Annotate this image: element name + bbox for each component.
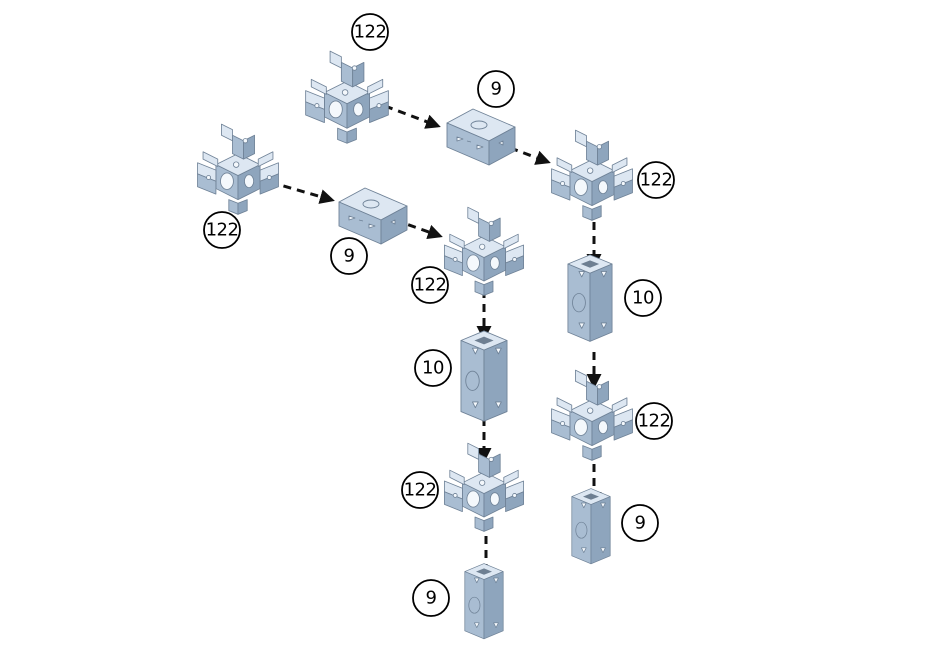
connector-part-122 — [552, 130, 633, 220]
label-text: 122 — [640, 170, 673, 191]
label-text: 10 — [422, 358, 444, 379]
part-label: 9 — [622, 505, 658, 541]
part-label: 122 — [402, 472, 438, 508]
label-text: 122 — [206, 220, 239, 241]
part-label: 122 — [352, 14, 388, 50]
connector-part-122 — [552, 370, 633, 460]
tube-part-9 — [339, 188, 407, 244]
label-text: 9 — [344, 246, 355, 267]
label-text: 9 — [491, 79, 502, 100]
part-label: 122 — [204, 212, 240, 248]
connector-part-122 — [444, 443, 523, 531]
part-label: 122 — [636, 403, 672, 439]
tube-part-9 — [572, 489, 610, 564]
connector-part-122 — [198, 124, 279, 214]
label-text: 9 — [426, 588, 437, 609]
tube-part-9 — [465, 564, 503, 639]
tube-part-10 — [568, 255, 612, 341]
label-text: 122 — [404, 480, 437, 501]
label-text: 10 — [632, 288, 654, 309]
connector-part-122 — [306, 51, 389, 143]
assembly-arrow — [270, 182, 332, 200]
label-text: 122 — [354, 22, 387, 43]
part-label: 10 — [625, 280, 661, 316]
part-label: 9 — [331, 238, 367, 274]
tube-part-10 — [461, 331, 507, 421]
part-label: 10 — [415, 350, 451, 386]
assembly-arrows — [270, 106, 594, 580]
assembly-parts — [198, 51, 633, 639]
part-label: 122 — [638, 162, 674, 198]
label-text: 9 — [635, 513, 646, 534]
part-label: 9 — [478, 71, 514, 107]
part-label: 9 — [413, 580, 449, 616]
connector-part-122 — [444, 207, 523, 295]
tube-part-9 — [447, 109, 515, 165]
label-text: 122 — [414, 275, 447, 296]
label-text: 122 — [638, 411, 671, 432]
assembly-arrow — [385, 106, 438, 126]
part-label: 122 — [412, 267, 448, 303]
